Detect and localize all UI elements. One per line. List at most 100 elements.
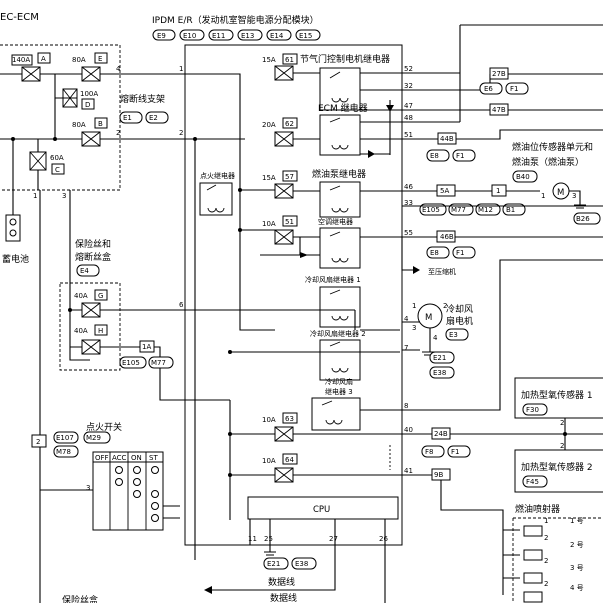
svg-text:加热型氧传感器 1: 加热型氧传感器 1 <box>521 389 593 401</box>
svg-text:2: 2 <box>544 534 548 542</box>
svg-text:E21: E21 <box>433 354 446 362</box>
ipdm-connector-refs: E9 E10 E11 E13 E14 E15 <box>152 29 321 41</box>
svg-text:32: 32 <box>404 82 413 90</box>
svg-text:E11: E11 <box>212 32 225 40</box>
svg-text:140A: 140A <box>12 56 30 64</box>
battery-label: 蓄电池 <box>2 253 29 265</box>
svg-text:燃油位传感器单元和: 燃油位传感器单元和 <box>512 141 593 153</box>
ipdm-bottom-pins: 11 25 27 26 E21 E38 数据线 数据线 <box>248 535 388 603</box>
svg-text:24B: 24B <box>434 430 448 438</box>
svg-text:40A: 40A <box>74 292 88 300</box>
svg-text:E15: E15 <box>299 32 312 40</box>
svg-text:100A: 100A <box>80 90 98 98</box>
svg-text:数据线: 数据线 <box>270 592 297 603</box>
svg-text:46: 46 <box>404 183 413 191</box>
svg-text:41: 41 <box>404 467 413 475</box>
svg-text:47: 47 <box>404 102 413 110</box>
svg-text:M77: M77 <box>451 206 466 214</box>
svg-text:M77: M77 <box>151 359 166 367</box>
svg-text:51: 51 <box>285 218 294 226</box>
svg-text:熔断丝盒: 熔断丝盒 <box>75 251 111 263</box>
svg-text:燃油泵（燃油泵）: 燃油泵（燃油泵） <box>512 156 584 168</box>
svg-text:M: M <box>557 188 564 198</box>
svg-text:F45: F45 <box>526 478 539 486</box>
svg-text:3: 3 <box>572 192 576 200</box>
svg-text:保险丝和: 保险丝和 <box>75 238 111 250</box>
svg-text:H: H <box>98 327 103 335</box>
svg-text:点火开关: 点火开关 <box>86 421 122 433</box>
svg-text:节气门控制电机继电器: 节气门控制电机继电器 <box>300 53 390 65</box>
battery-icon <box>5 214 21 242</box>
svg-text:冷却风扇: 冷却风扇 <box>325 377 353 386</box>
svg-text:E105: E105 <box>422 206 440 214</box>
svg-text:空调继电器: 空调继电器 <box>318 217 353 226</box>
svg-text:15A: 15A <box>262 56 276 64</box>
ipdm-cpu <box>247 496 399 520</box>
svg-text:26: 26 <box>379 535 388 543</box>
svg-text:继电器 3: 继电器 3 <box>325 387 353 396</box>
svg-text:冷却风扇继电器 2: 冷却风扇继电器 2 <box>310 329 366 338</box>
svg-text:E105: E105 <box>122 359 140 367</box>
svg-text:2: 2 <box>544 557 548 565</box>
svg-text:62: 62 <box>285 120 294 128</box>
svg-text:2: 2 <box>443 302 447 310</box>
svg-text:F1: F1 <box>510 85 518 93</box>
svg-text:55: 55 <box>404 229 413 237</box>
svg-text:E38: E38 <box>433 369 446 377</box>
fuse-box: 保险丝和 熔断丝盒 E4 40A G 40A H <box>59 238 121 371</box>
svg-text:M: M <box>425 313 432 323</box>
svg-text:冷却风扇继电器 1: 冷却风扇继电器 1 <box>305 275 361 284</box>
svg-text:3: 3 <box>62 192 66 200</box>
svg-text:1: 1 <box>541 192 545 200</box>
svg-text:57: 57 <box>285 173 294 181</box>
svg-text:11: 11 <box>248 535 257 543</box>
svg-text:M78: M78 <box>56 448 71 456</box>
svg-text:20A: 20A <box>262 121 276 129</box>
svg-text:1: 1 <box>544 517 548 525</box>
svg-text:M12: M12 <box>478 206 493 214</box>
svg-text:1: 1 <box>33 192 37 200</box>
svg-text:点火继电器: 点火继电器 <box>200 171 235 180</box>
svg-text:E3: E3 <box>449 331 458 339</box>
svg-text:F8: F8 <box>425 448 433 456</box>
svg-text:9B: 9B <box>434 471 443 479</box>
svg-text:E: E <box>98 55 102 63</box>
svg-text:D: D <box>85 101 90 109</box>
svg-text:61: 61 <box>285 56 294 64</box>
svg-text:ST: ST <box>149 454 158 462</box>
svg-text:ON: ON <box>131 454 142 462</box>
svg-text:4: 4 <box>404 315 409 323</box>
svg-text:33: 33 <box>404 199 413 207</box>
svg-text:E9: E9 <box>157 32 166 40</box>
svg-text:25: 25 <box>264 535 273 543</box>
relays: 节气门控制电机继电器 ECM 继电器 点火继电器 燃油泵继电器 空调继电器 冷却… <box>199 53 390 431</box>
svg-text:B40: B40 <box>516 173 530 181</box>
svg-text:2 号: 2 号 <box>570 541 584 549</box>
svg-text:CPU: CPU <box>313 505 330 515</box>
svg-text:52: 52 <box>404 65 413 73</box>
svg-text:46B: 46B <box>440 233 454 241</box>
fuse-140a-label <box>11 54 33 66</box>
svg-text:3 号: 3 号 <box>570 564 584 572</box>
svg-text:E10: E10 <box>183 32 196 40</box>
svg-text:冷却风: 冷却风 <box>446 303 473 315</box>
fuel-injectors: 燃油喷射器 1 2 1 号 2 2 号 2 3 号 4 号 <box>503 503 603 603</box>
svg-text:3: 3 <box>412 324 416 332</box>
svg-text:4: 4 <box>433 334 438 342</box>
svg-text:B: B <box>98 120 103 128</box>
svg-text:ECM 继电器: ECM 继电器 <box>318 102 368 114</box>
svg-text:E107: E107 <box>56 434 74 442</box>
svg-text:27: 27 <box>329 535 338 543</box>
svg-text:B26: B26 <box>576 215 590 223</box>
svg-text:OFF: OFF <box>95 454 109 462</box>
svg-text:44B: 44B <box>440 135 454 143</box>
svg-text:F1: F1 <box>451 448 459 456</box>
svg-text:27B: 27B <box>492 70 506 78</box>
ipdm-frame <box>184 44 403 546</box>
ignition-switch: 2 E107 M78 M29 点火开关 OFF ACC ON ST 3 <box>31 421 164 531</box>
svg-text:E14: E14 <box>270 32 284 40</box>
svg-text:1: 1 <box>412 302 416 310</box>
svg-text:5A: 5A <box>440 187 449 195</box>
svg-text:7: 7 <box>404 344 408 352</box>
